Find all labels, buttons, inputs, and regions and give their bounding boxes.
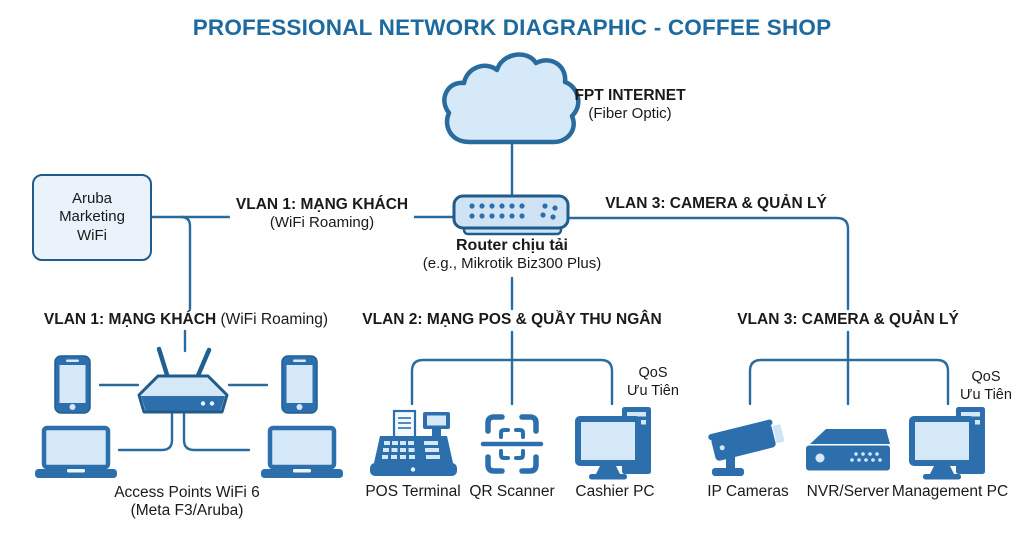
aruba-marketing-wifi-node: Aruba Marketing WiFi xyxy=(32,174,152,261)
cashier-pc-label: Cashier PC xyxy=(575,483,655,500)
uplink-vlan3-label: VLAN 3: CAMERA & QUẢN LÝ xyxy=(605,195,827,212)
router-caption: Router chịu tải (e.g., Mikrotik Biz300 P… xyxy=(418,237,606,272)
connector-lines xyxy=(98,141,950,452)
internet-label: FPT INTERNET (Fiber Optic) xyxy=(574,87,685,122)
aruba-line-2: Marketing xyxy=(59,208,125,226)
uplink-vlan1-sub: (WiFi Roaming) xyxy=(269,214,375,231)
vlan1-segment-label: VLAN 1: MẠNG KHÁCH (WiFi Roaming) xyxy=(44,311,328,329)
pos-terminal-label: POS Terminal xyxy=(365,483,461,500)
router-model: (e.g., Mikrotik Biz300 Plus) xyxy=(422,255,602,272)
vlan2-qos-label: QoS Ưu Tiên xyxy=(627,364,679,400)
aruba-line-1: Aruba xyxy=(71,189,113,207)
management-pc-label: Management PC xyxy=(891,483,1009,500)
aruba-line-3: WiFi xyxy=(77,226,107,244)
nvr-server-icon xyxy=(806,429,890,471)
nvr-server-label: NVR/Server xyxy=(806,483,890,500)
router-icon xyxy=(452,194,570,236)
page-title: PROFESSIONAL NETWORK DIAGRAPHIC - COFFEE… xyxy=(192,15,832,40)
phone-icon-left xyxy=(54,355,91,414)
vlan3-qos-label: QoS Ưu Tiên xyxy=(960,368,1012,404)
laptop-icon-right xyxy=(261,425,343,478)
vlan3-qos-line2: Ưu Tiên xyxy=(960,387,1012,403)
laptop-icon-left xyxy=(35,425,117,478)
vlan1-segment-sub: (WiFi Roaming) xyxy=(216,311,329,328)
internet-cloud-icon xyxy=(442,52,581,145)
uplink-vlan1-title: VLAN 1: MẠNG KHÁCH xyxy=(235,196,409,213)
access-points-caption-line1: Access Points WiFi 6 xyxy=(114,484,260,501)
vlan2-qos-line2: Ưu Tiên xyxy=(627,383,679,399)
vlan1-segment-title: VLAN 1: MẠNG KHÁCH xyxy=(43,311,217,328)
qr-scanner-icon xyxy=(480,414,544,474)
pos-terminal-icon xyxy=(370,409,457,476)
internet-type: (Fiber Optic) xyxy=(588,105,672,122)
vlan2-qos-line1: QoS xyxy=(638,365,668,381)
access-points-caption-line2: (Meta F3/Aruba) xyxy=(130,502,244,519)
access-points-caption: Access Points WiFi 6 (Meta F3/Aruba) xyxy=(114,484,260,520)
internet-name: FPT INTERNET xyxy=(574,87,686,104)
ip-camera-icon xyxy=(708,419,785,476)
access-point-icon xyxy=(137,346,229,414)
vlan3-segment-label: VLAN 3: CAMERA & QUẢN LÝ xyxy=(737,311,959,328)
management-pc-icon xyxy=(909,407,985,480)
uplink-vlan1-label: VLAN 1: MẠNG KHÁCH (WiFi Roaming) xyxy=(229,196,415,231)
ip-cameras-label: IP Cameras xyxy=(707,483,789,500)
vlan2-segment-label: VLAN 2: MẠNG POS & QUẦY THU NGÂN xyxy=(362,311,662,328)
qr-scanner-label: QR Scanner xyxy=(469,483,555,500)
router-name: Router chịu tải xyxy=(455,237,569,254)
vlan3-qos-line1: QoS xyxy=(971,369,1001,385)
phone-icon-right xyxy=(281,355,318,414)
cashier-pc-icon xyxy=(575,407,651,480)
